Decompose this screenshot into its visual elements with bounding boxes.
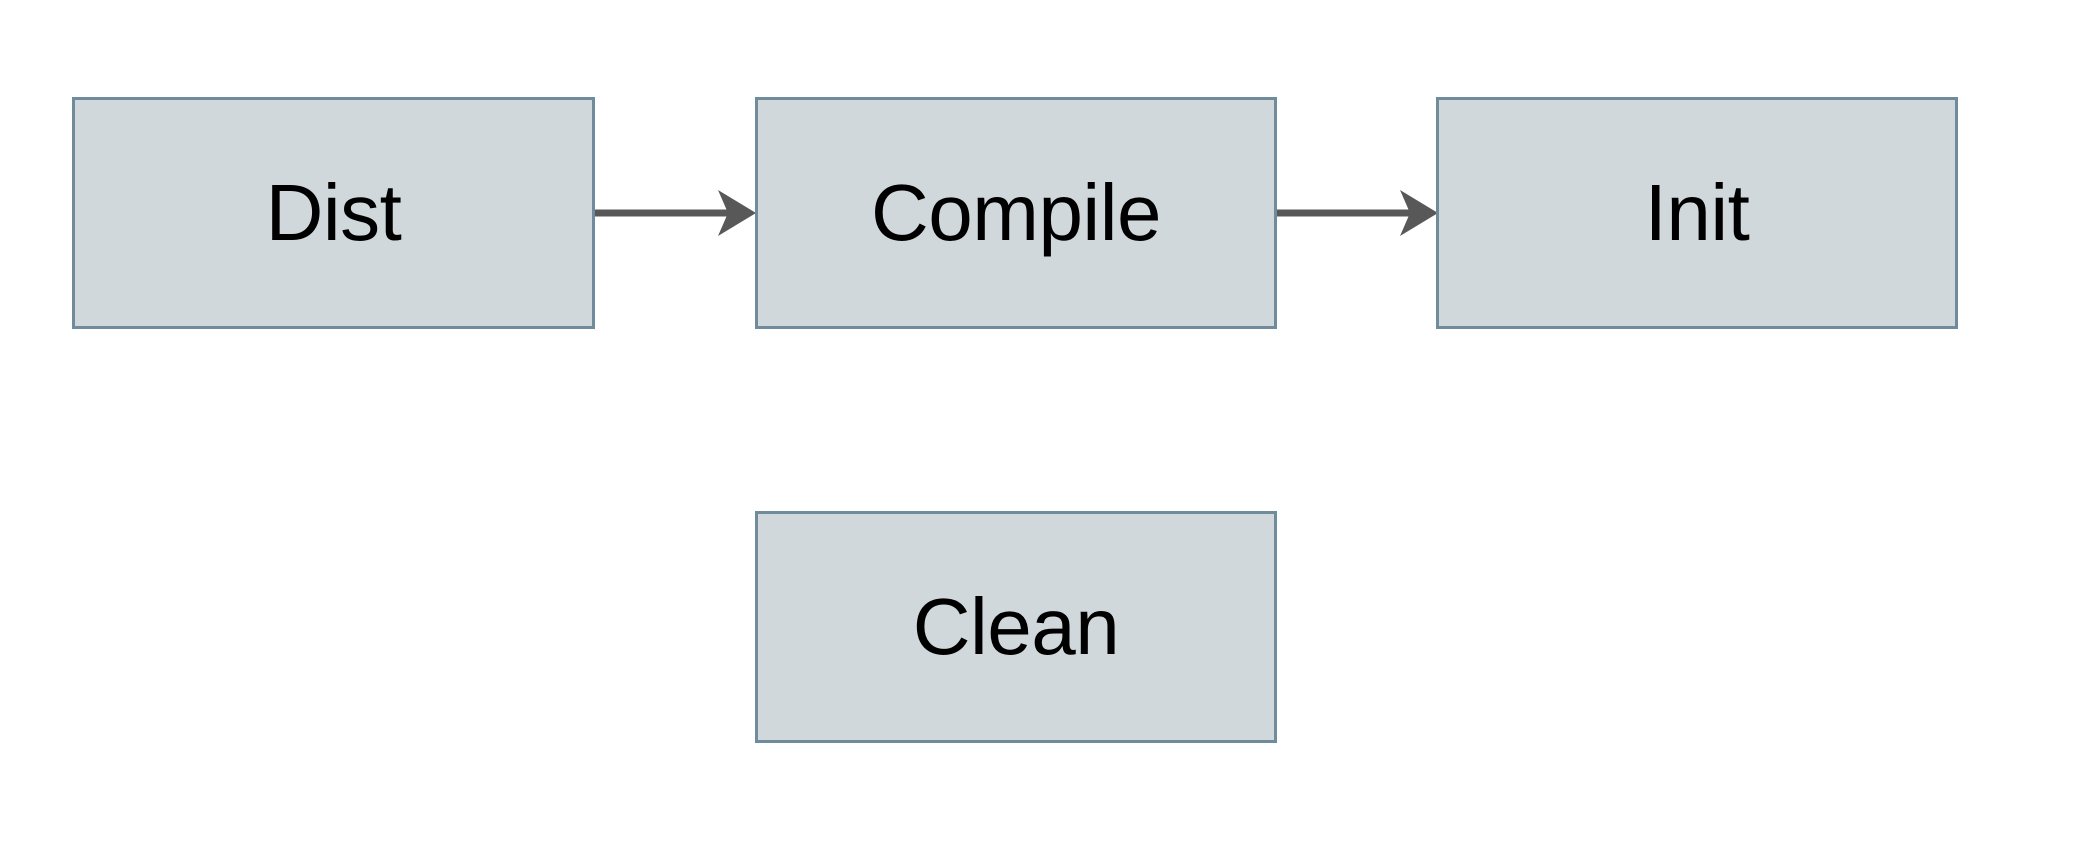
node-clean-label: Clean [912,582,1120,671]
node-compile-label: Compile [871,168,1161,257]
arrowhead-icon [718,190,756,236]
node-compile[interactable]: Compile [755,97,1277,329]
node-dist-label: Dist [265,168,402,257]
node-clean[interactable]: Clean [755,511,1277,743]
node-dist[interactable]: Dist [72,97,595,329]
arrowhead-icon [1400,190,1438,236]
node-init[interactable]: Init [1436,97,1958,329]
edge-dist-to-compile[interactable] [595,190,756,236]
edge-compile-to-init[interactable] [1276,190,1438,236]
node-init-label: Init [1644,168,1750,257]
